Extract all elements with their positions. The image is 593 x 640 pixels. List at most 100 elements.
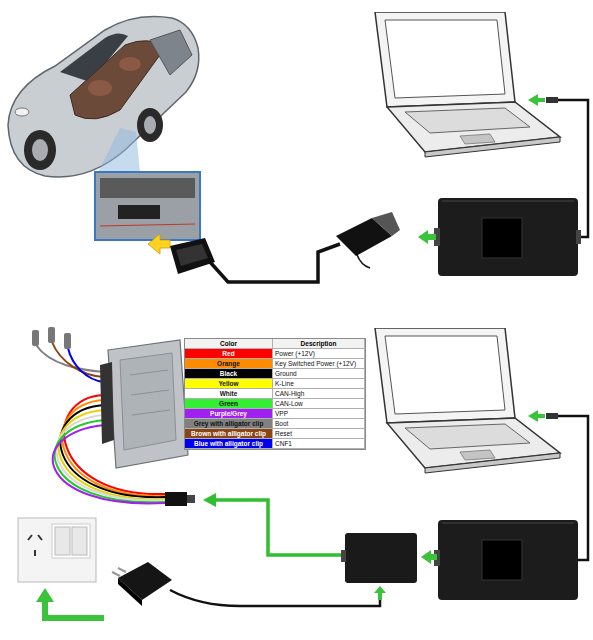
- usb-cable: [546, 97, 558, 103]
- signal-description: Key Switched Power (+12V): [273, 359, 365, 369]
- green-arrow: [36, 588, 54, 602]
- wall-socket: [72, 527, 87, 555]
- ecu-unit: [120, 353, 176, 450]
- green-arrow: [214, 500, 345, 555]
- alligator-clip: [32, 327, 71, 349]
- obd-port-inset: [98, 128, 140, 172]
- green-arrow: [528, 410, 545, 422]
- color-swatch: Orange: [185, 359, 273, 369]
- signal-description: CAN-High: [273, 389, 365, 399]
- power-adapter: [118, 568, 126, 572]
- programmer-box: [442, 523, 574, 524]
- wall-socket: [55, 527, 70, 555]
- ecu-connector: [165, 492, 195, 506]
- power-adapter: [118, 562, 172, 600]
- yellow-arrow: [148, 234, 170, 254]
- power-adapter: [118, 578, 142, 606]
- wire-color-name: Red: [222, 350, 234, 357]
- power-adapter: [112, 572, 120, 576]
- color-swatch: White: [185, 389, 273, 399]
- wire-color-name: Grey with alligator clip: [194, 420, 264, 427]
- wire-color-name: Blue with alligator clip: [194, 440, 263, 447]
- color-swatch: Yellow: [185, 379, 273, 389]
- alligator-clip: [32, 330, 39, 346]
- power-adapter: [112, 562, 380, 606]
- usb-cable: [546, 97, 588, 237]
- color-swatch: Purple/Grey: [185, 409, 273, 419]
- green-arrow: [203, 493, 216, 507]
- signal-description: K-Line: [273, 379, 365, 389]
- wire-color-name: Black: [220, 370, 237, 377]
- car-illustration: [88, 80, 112, 96]
- obd-port-inset: [95, 172, 200, 240]
- color-swatch: Blue with alligator clip: [185, 439, 273, 449]
- ecu-unit: [100, 362, 114, 444]
- wire-color-name: Green: [219, 400, 238, 407]
- programmer-box: [482, 540, 522, 580]
- obd-cable: [372, 212, 400, 236]
- color-swatch: Brown with alligator clip: [185, 429, 273, 439]
- programmer-box: [438, 198, 578, 276]
- wire-color-name: White: [220, 390, 238, 397]
- usb-plug: [546, 413, 558, 419]
- signal-description: CAN-Low: [273, 399, 365, 409]
- signal-description: Ground: [273, 369, 365, 379]
- car-illustration: [119, 57, 141, 71]
- wall-socket: [38, 535, 42, 540]
- signal-description: CNF1: [273, 439, 365, 449]
- color-swatch: Black: [185, 369, 273, 379]
- alligator-clip: [64, 333, 71, 349]
- laptop: [375, 328, 560, 473]
- car-illustration: [144, 116, 156, 134]
- wire-color-name: Purple/Grey: [210, 410, 247, 417]
- obd-cable: [170, 212, 400, 282]
- ecu-wires: [52, 342, 104, 377]
- green-arrow: [374, 586, 386, 600]
- green-arrow: [421, 550, 437, 564]
- signal-description: Power (+12V): [273, 349, 365, 359]
- obd-cable: [176, 244, 208, 266]
- obd-port-inset: [100, 224, 195, 226]
- obd-cable: [170, 238, 215, 274]
- table-header: Color: [185, 339, 273, 349]
- laptop: [375, 12, 560, 157]
- green-arrow: [45, 600, 104, 618]
- programmer-box: [442, 201, 574, 202]
- wall-socket: [34, 550, 36, 556]
- car-illustration: [70, 41, 165, 119]
- green-arrow: [418, 230, 436, 244]
- obd-cable: [210, 244, 340, 282]
- color-swatch: Green: [185, 399, 273, 409]
- programmer-box: [438, 520, 578, 600]
- obd-port-inset: [118, 205, 160, 219]
- car-illustration: [137, 108, 163, 142]
- car-illustration: [24, 130, 56, 170]
- ecu-connector: [187, 495, 195, 503]
- usb-cable: [556, 416, 588, 560]
- color-swatch: Red: [185, 349, 273, 359]
- car-illustration: [8, 17, 199, 177]
- wall-socket: [52, 524, 90, 558]
- programmer-box: [434, 520, 578, 600]
- signal-description: Boot: [273, 419, 365, 429]
- ecu-wires: [36, 345, 104, 372]
- ecu-unit: [130, 370, 168, 375]
- programmer-box: [576, 230, 581, 244]
- obd-port-inset: [100, 178, 195, 198]
- ecu-unit: [100, 340, 188, 468]
- green-arrow: [203, 493, 345, 555]
- alligator-clip: [48, 327, 55, 343]
- car-illustration: [32, 139, 48, 161]
- ecu-connector: [165, 492, 187, 506]
- color-swatch: Grey with alligator clip: [185, 419, 273, 429]
- wire-color-name: Yellow: [218, 380, 238, 387]
- programmer-box: [434, 198, 581, 276]
- obd-port-inset: [95, 128, 200, 240]
- wire-color-name: Brown with alligator clip: [191, 430, 266, 437]
- adapter-box: [345, 533, 417, 583]
- wall-socket: [28, 535, 32, 540]
- ecu-unit: [108, 340, 188, 468]
- car-illustration: [15, 108, 29, 116]
